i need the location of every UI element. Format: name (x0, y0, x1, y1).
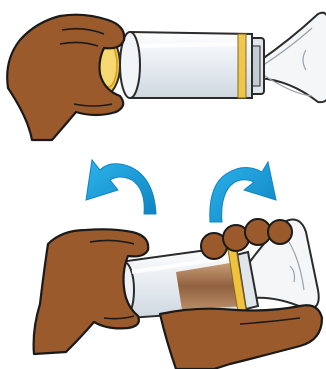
rotate-left-arrow-icon (86, 160, 156, 214)
spacer-tube (120, 32, 252, 98)
mask-icon (258, 13, 326, 102)
rotate-right-arrow-icon (210, 162, 276, 222)
panel-bottom (34, 219, 322, 369)
panel-top (7, 13, 326, 140)
